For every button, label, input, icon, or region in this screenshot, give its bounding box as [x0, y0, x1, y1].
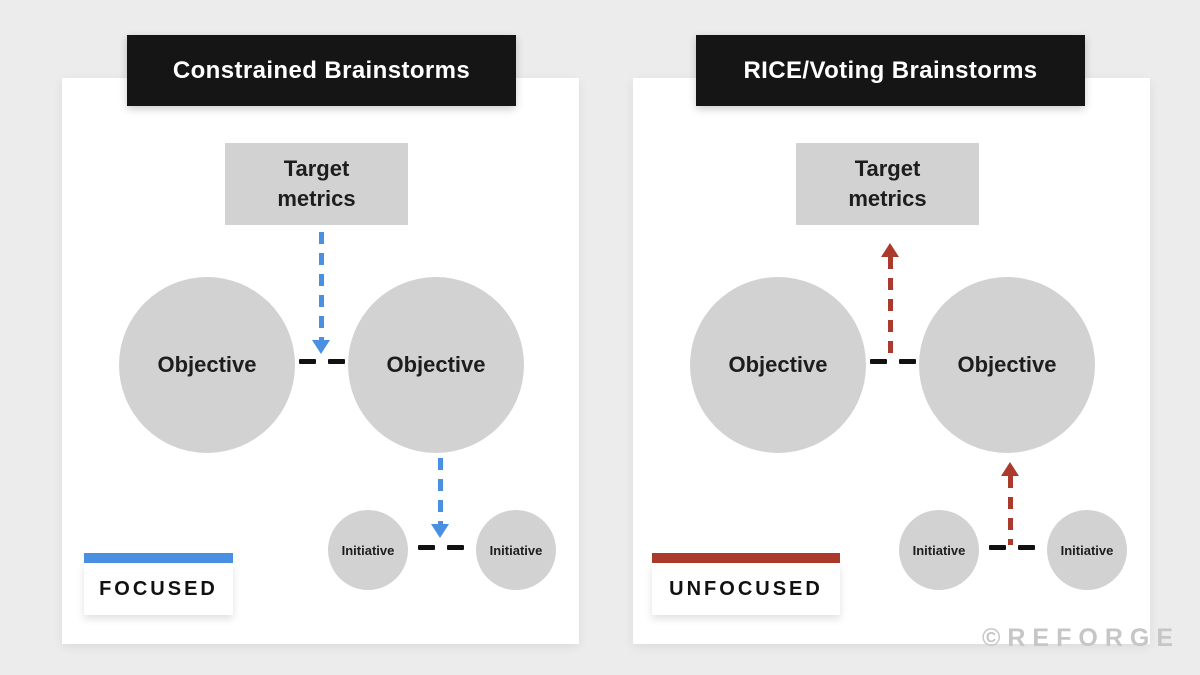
connector-dash — [447, 545, 464, 550]
arrow-initiatives-to-objective-icon — [1001, 462, 1019, 545]
objective-label: Objective — [957, 352, 1057, 377]
initiative-circle-right: Initiative — [1047, 510, 1127, 590]
badge-accent-bar — [652, 553, 840, 563]
objective-circle-right: Objective — [919, 277, 1095, 453]
dashed-line — [887, 257, 893, 361]
objective-connector-dashes — [870, 359, 916, 364]
initiative-label: Initiative — [341, 542, 395, 558]
objective-circle-right: Objective — [348, 277, 524, 453]
arrowhead-down-icon — [312, 340, 330, 354]
badge-accent-bar — [84, 553, 233, 563]
focused-badge: FOCUSED — [84, 553, 233, 615]
arrow-target-to-objectives-icon — [312, 232, 330, 354]
connector-dash — [299, 359, 316, 364]
dashed-line — [1007, 476, 1013, 545]
reforge-watermark: ©REFORGE — [981, 624, 1180, 652]
connector-dash — [989, 545, 1006, 550]
panel-rice-voting: Target metrics Objective Objective Initi… — [633, 78, 1150, 644]
objective-label: Objective — [386, 352, 486, 377]
initiative-connector-dashes — [989, 545, 1035, 550]
header-rice-voting-brainstorms: RICE/Voting Brainstorms — [696, 35, 1085, 106]
connector-dash — [418, 545, 435, 550]
arrowhead-up-icon — [881, 243, 899, 257]
dashed-line — [437, 458, 443, 524]
initiative-circle-left: Initiative — [328, 510, 408, 590]
connector-dash — [870, 359, 887, 364]
initiative-circle-right: Initiative — [476, 510, 556, 590]
initiative-label: Initiative — [1060, 542, 1114, 558]
objective-label: Objective — [728, 352, 828, 377]
arrow-objective-to-initiatives-icon — [431, 458, 449, 538]
unfocused-badge: UNFOCUSED — [652, 553, 840, 615]
arrowhead-down-icon — [431, 524, 449, 538]
target-metrics-box: Target metrics — [796, 143, 979, 225]
header-constrained-brainstorms: Constrained Brainstorms — [127, 35, 516, 106]
initiative-circle-left: Initiative — [899, 510, 979, 590]
dashed-line — [318, 232, 324, 340]
objective-circle-left: Objective — [690, 277, 866, 453]
arrowhead-up-icon — [1001, 462, 1019, 476]
initiative-connector-dashes — [418, 545, 464, 550]
badge-label: FOCUSED — [84, 563, 233, 615]
objective-label: Objective — [157, 352, 257, 377]
initiative-label: Initiative — [912, 542, 966, 558]
panel-constrained: Target metrics Objective Objective Initi… — [62, 78, 579, 644]
objective-circle-left: Objective — [119, 277, 295, 453]
connector-dash — [899, 359, 916, 364]
badge-label: UNFOCUSED — [652, 563, 840, 615]
objective-connector-dashes — [299, 359, 345, 364]
connector-dash — [1018, 545, 1035, 550]
arrow-objectives-to-target-icon — [881, 243, 899, 361]
connector-dash — [328, 359, 345, 364]
target-metrics-box: Target metrics — [225, 143, 408, 225]
initiative-label: Initiative — [489, 542, 543, 558]
